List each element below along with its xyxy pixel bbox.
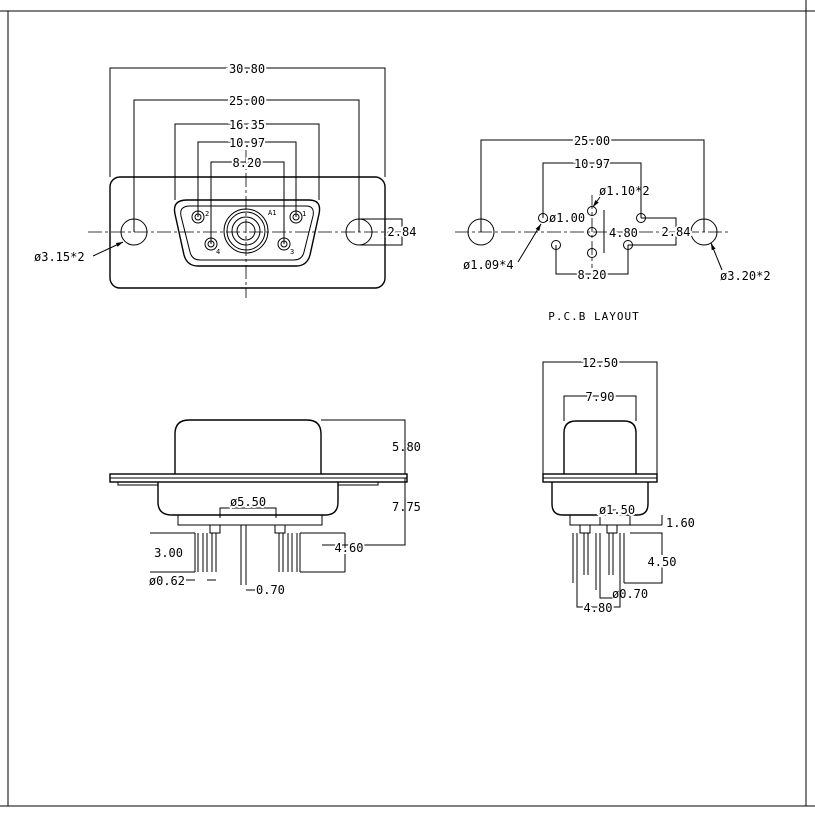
pcb-center-gap: 4.80 bbox=[609, 226, 638, 240]
dim-coax-diameter: ø5.50 bbox=[230, 495, 266, 509]
end-view-labels: 12.50 7.90 ø1.50 1.60 4.50 ø0.70 4.80 bbox=[580, 354, 695, 617]
dim-shell-width: 16.35 bbox=[229, 118, 265, 132]
pcb-layout-labels: 25.00 10.97 8.20 ø1.10*2 ø1.00 ø1.09*4 4… bbox=[463, 132, 771, 323]
pin-label-3: 3 bbox=[290, 248, 294, 256]
end-view bbox=[542, 361, 663, 608]
pin-label-a1: A1 bbox=[268, 209, 276, 217]
side-view-labels: 5.80 7.75 ø5.50 3.00 4.60 ø0.62 0.70 bbox=[149, 440, 421, 597]
pcb-layout-view bbox=[455, 139, 730, 275]
dim-inner-pin-spacing: 8.20 bbox=[233, 156, 262, 170]
dim-body-height: 7.75 bbox=[392, 500, 421, 514]
dim-shell-width-end: 7.90 bbox=[586, 390, 615, 404]
pcb-mount-hole-diameter: ø3.20*2 bbox=[720, 269, 771, 283]
pcb-signal-pin-diameter: ø1.00 bbox=[549, 211, 585, 225]
dim-pin-diameter-end: ø0.70 bbox=[612, 587, 648, 601]
dim-pin-length: 3.00 bbox=[154, 546, 183, 560]
dim-tail-length: 4.50 bbox=[648, 555, 677, 569]
dim-overall-width: 12.50 bbox=[582, 356, 618, 370]
dim-outer-pin-spacing: 10.97 bbox=[229, 136, 265, 150]
side-view bbox=[109, 419, 408, 591]
dim-coax-diameter-end: ø1.50 bbox=[599, 503, 635, 517]
dim-overall-length: 30.80 bbox=[229, 62, 265, 76]
pcb-signal-pin-count: ø1.09*4 bbox=[463, 258, 514, 272]
dim-row-pitch: 2.84 bbox=[388, 225, 417, 239]
pcb-dim-mount-spacing: 25.00 bbox=[574, 134, 610, 148]
dim-mount-hole-diameter: ø3.15*2 bbox=[34, 250, 85, 264]
pcb-layout-caption: P.C.B LAYOUT bbox=[548, 310, 639, 323]
pcb-dim-outer-pin-spacing: 10.97 bbox=[574, 157, 610, 171]
dim-coax-length: 4.60 bbox=[335, 541, 364, 555]
front-view-labels: 30.80 25.00 16.35 10.97 8.20 2.84 ø3.15*… bbox=[34, 60, 418, 264]
dim-pin-thickness: 0.70 bbox=[256, 583, 285, 597]
dim-mount-spacing: 25.00 bbox=[229, 94, 265, 108]
pcb-small-pin-diameter: ø1.10*2 bbox=[599, 184, 650, 198]
front-view bbox=[88, 67, 405, 298]
pcb-row-pitch: 2.84 bbox=[662, 225, 691, 239]
pin-label-4: 4 bbox=[216, 248, 220, 256]
dim-tail-offset: 1.60 bbox=[666, 516, 695, 530]
dim-pin-diameter: ø0.62 bbox=[149, 574, 185, 588]
dim-pin-spacing: 4.80 bbox=[584, 601, 613, 615]
pcb-dim-inner-pin-spacing: 8.20 bbox=[578, 268, 607, 282]
dim-shell-height: 5.80 bbox=[392, 440, 421, 454]
pin-label-2: 2 bbox=[205, 210, 209, 218]
pin-label-1: 1 bbox=[302, 210, 306, 218]
